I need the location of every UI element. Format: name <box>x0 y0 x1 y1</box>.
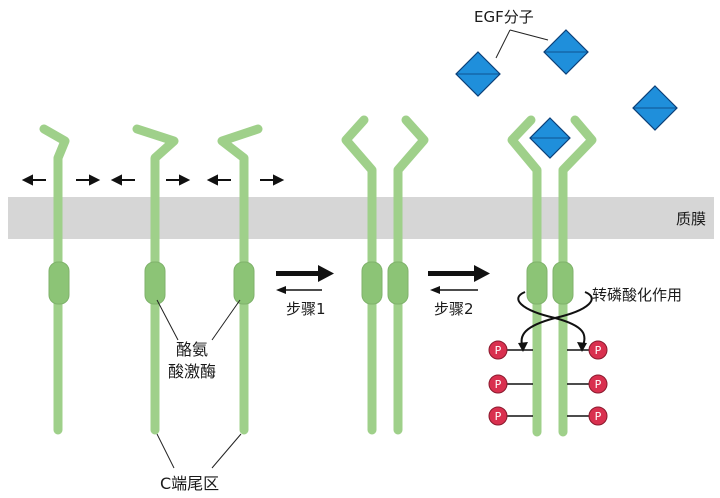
kinase-label-line1: 酪氨 <box>176 340 209 359</box>
step1-label: 步骤1 <box>286 300 326 318</box>
phosphate-label-r2: P <box>595 378 602 391</box>
phosphate-r2 <box>588 374 608 394</box>
kinase-domain-dimer-right <box>387 261 409 305</box>
phosphate-label-l1: P <box>495 344 502 357</box>
membrane-label: 质膜 <box>676 210 707 228</box>
label-leader-lines <box>156 299 242 469</box>
egf-molecule-free-2 <box>543 29 589 75</box>
diffusion-arrows <box>21 174 285 186</box>
phosphate-r3 <box>588 406 608 426</box>
kinase-domain-1 <box>48 261 70 305</box>
transphosphorylation-arrows <box>517 291 593 349</box>
egf-label: EGF分子 <box>474 8 534 26</box>
receptor-dimer-bound <box>507 115 597 437</box>
kinase-domain-3 <box>233 261 255 305</box>
step2-arrows <box>428 265 490 294</box>
kinase-domain-dimer-left <box>361 261 383 305</box>
step1-arrows <box>276 265 334 294</box>
phosphate-label-l2: P <box>495 378 502 391</box>
kinase-domain-bound-left <box>526 261 548 305</box>
step2-label: 步骤2 <box>434 300 474 318</box>
kinase-label-line2: 酸激酶 <box>168 362 217 381</box>
egf-molecule-bound <box>529 117 571 159</box>
egf-leader-lines <box>495 29 549 59</box>
phosphate-l3 <box>488 406 508 426</box>
phosphate-l1 <box>488 340 508 360</box>
phosphate-label-r3: P <box>595 410 602 423</box>
phosphate-l2 <box>488 374 508 394</box>
egf-molecule-free-3 <box>632 85 678 131</box>
kinase-domain-2 <box>144 261 166 305</box>
phosphate-groups: P P P P P P <box>488 340 608 426</box>
phosphate-label-r1: P <box>595 344 602 357</box>
c-terminal-tail-label: C端尾区 <box>160 474 220 493</box>
receptor-dimer-unbound <box>341 115 429 435</box>
phosphate-r1 <box>588 340 608 360</box>
plasma-membrane <box>8 197 714 239</box>
kinase-domain-bound-right <box>552 261 574 305</box>
arrowhead-left <box>518 342 528 352</box>
egf-molecule-free-1 <box>455 51 501 97</box>
phosphate-label-l3: P <box>495 410 502 423</box>
arrowhead-right <box>577 342 587 352</box>
transphosphorylation-label: 转磷酸化作用 <box>592 286 683 304</box>
